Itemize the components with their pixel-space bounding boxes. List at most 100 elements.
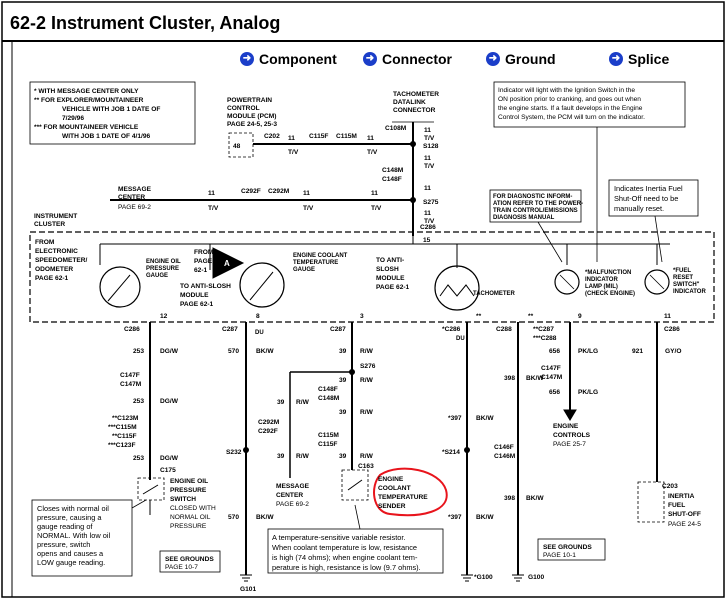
component-label: ENGINE OIL [170, 478, 208, 485]
arrow-right-icon: ➜ [363, 52, 377, 66]
wire-label: 8 [256, 313, 260, 320]
wire-label: 656 [549, 348, 560, 355]
ect-sender-label: TEMPERATURE [378, 494, 428, 501]
cluster-label: FROM [194, 249, 214, 256]
component-label: PAGE 25-7 [553, 441, 586, 448]
wire-label: DG/W [160, 348, 179, 355]
wire-label: 570 [228, 348, 239, 355]
see-grounds-box-left [159, 550, 221, 573]
connector-label: C147F [120, 372, 140, 379]
note-line: pressure, switch [37, 540, 90, 549]
wire-label: 11 [424, 155, 431, 162]
wire-label: 11 [367, 135, 374, 142]
splice-label: *S214 [442, 449, 460, 456]
temp-callout-line [354, 504, 361, 530]
wire-label: PK/LG [578, 348, 598, 355]
nav-ground-link[interactable]: ➜Ground [486, 51, 556, 67]
inertia-note-box [608, 179, 699, 217]
wire-label: T/V [303, 205, 314, 212]
nav-connector-label: Connector [382, 51, 452, 67]
dlc-label: DATALINK [393, 99, 426, 106]
note-line: LOW gauge reading. [37, 558, 105, 567]
wire-label: 398 [504, 495, 515, 502]
see-grounds-label: SEE GROUNDS [543, 544, 592, 551]
wire-label: R/W [360, 377, 374, 384]
component-label: PRESSURE [170, 523, 207, 530]
connector-label: C203 [662, 483, 678, 490]
nav-splice-label: Splice [628, 51, 670, 67]
note-line: NORMAL. With low oil [37, 531, 110, 540]
cluster-label: ODOMETER [35, 266, 73, 273]
note-line: A temperature-sensitive variable resisto… [272, 533, 406, 542]
splice-label: S275 [423, 199, 439, 206]
component-label: MESSAGE [276, 483, 310, 490]
note-line: *** FOR MOUNTAINEER VEHICLE [34, 124, 139, 131]
note-line: When coolant temperature is low, resista… [272, 543, 417, 552]
connector-label: C147F [541, 365, 561, 372]
wire-label: R/W [296, 399, 310, 406]
cluster-label: SPEEDOMETER/ [35, 257, 88, 264]
ground-label: *G100 [474, 574, 493, 581]
ground-g101 [240, 574, 252, 582]
wire-label: BK/W [476, 415, 494, 422]
highlight-circle [373, 467, 448, 517]
nav-splice-link[interactable]: ➜Splice [609, 51, 669, 67]
note-line: * WITH MESSAGE CENTER ONLY [34, 88, 139, 95]
connector-label: **C115F [112, 433, 137, 440]
temp-gauge-symbol [239, 262, 285, 308]
component-label: CENTER [276, 492, 303, 499]
inertia-callout-line [654, 215, 663, 263]
pcm-label: POWERTRAIN [227, 97, 272, 104]
connector-label: C115F [309, 133, 328, 140]
connector-a-label: A [224, 259, 230, 268]
oil-callout-line [131, 499, 147, 509]
pcm-pin: 48 [233, 143, 241, 150]
note-line: manually reset. [614, 204, 664, 213]
wire-label: 11 [424, 127, 431, 134]
dlc-label: CONNECTOR [393, 107, 436, 114]
wire-label: 11 [208, 190, 215, 197]
wire-label: BK/W [256, 348, 274, 355]
connector-label: C115M [336, 133, 357, 140]
connector-label: C148F [382, 176, 402, 183]
connector-label: C115M [318, 432, 339, 439]
gauge-label: INDICATOR [673, 289, 706, 295]
ect-sender-symbol [341, 469, 369, 501]
wire-label: DG/W [160, 455, 179, 462]
gauge-label: LAMP (MIL) [585, 284, 618, 290]
wire-label: 11 [288, 135, 295, 142]
connector-label: C163 [358, 463, 374, 470]
cluster-label: SLOSH [376, 266, 399, 273]
mil-lamp-filament [559, 274, 575, 290]
wire-label: T/V [424, 218, 435, 225]
wire-label: 11 [664, 313, 671, 320]
note-line: TRAIN CONTROL/EMISSIONS [493, 208, 578, 214]
wire-label: 39 [339, 409, 347, 416]
note-line: pressure, causing a [37, 513, 102, 522]
wire-label: 570 [228, 514, 239, 521]
connector-label: C148M [318, 395, 340, 402]
gauge-label: TACHOMETER [473, 291, 516, 297]
component-label: CLOSED WITH [170, 505, 216, 512]
component-label: INERTIA [668, 493, 695, 500]
cluster-label: PAGE 62-1 [180, 301, 214, 308]
note-line: opens and causes a [37, 549, 104, 558]
splice-label: S232 [226, 449, 242, 456]
wire-label: 253 [133, 455, 144, 462]
connector-label: C147M [541, 374, 563, 381]
wire-label: DG/W [160, 398, 179, 405]
nav-connector-link[interactable]: ➜ Connector [363, 51, 452, 67]
connector-label: **C123M [112, 415, 139, 422]
nav-component-link[interactable]: ➜Component [240, 51, 337, 67]
wire-label: 398 [504, 375, 515, 382]
splice-label: S276 [360, 363, 376, 370]
component-label: NORMAL OIL [170, 514, 211, 521]
wire-label: R/W [360, 453, 374, 460]
note-line: ON position prior to cranking, and goes … [498, 96, 641, 103]
fuel-reset-indicator-symbol [644, 269, 670, 295]
instrument-cluster-boundary [29, 231, 715, 323]
msgcenter-label: PAGE 69-2 [118, 204, 151, 211]
mil-note-box [493, 81, 686, 128]
temp-gauge-needle [249, 271, 274, 301]
gauge-label: GAUGE [146, 273, 168, 279]
